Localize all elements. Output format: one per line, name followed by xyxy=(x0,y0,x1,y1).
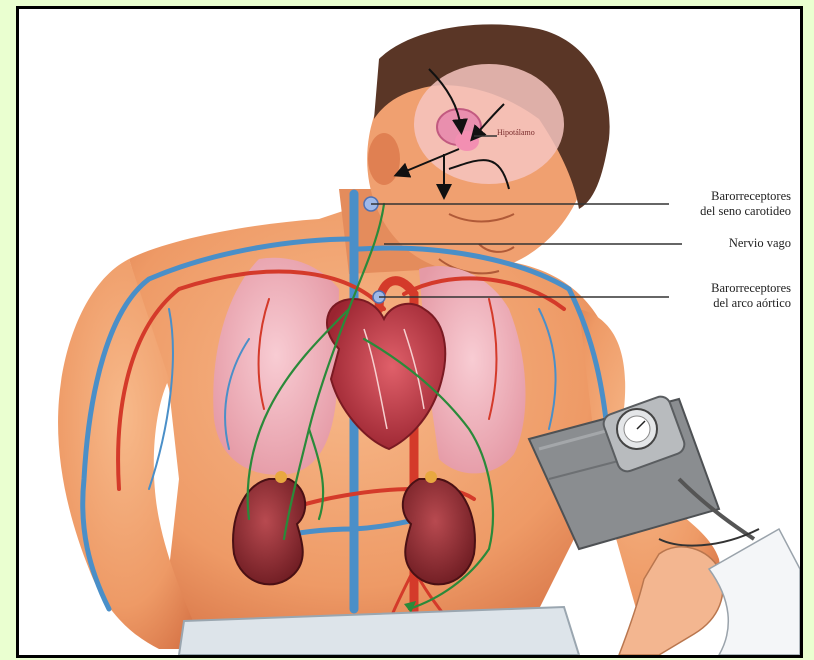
carotid-label-line1: Barorreceptores xyxy=(700,189,791,204)
right-adrenal xyxy=(425,471,437,483)
carotid-baroreceptor-label: Barorreceptores del seno carotideo xyxy=(700,189,791,219)
hypothalamus-label: Hipotálamo xyxy=(497,128,535,137)
left-adrenal xyxy=(275,471,287,483)
aortic-label-line1: Barorreceptores xyxy=(711,281,791,296)
vagus-nerve-label: Nervio vago xyxy=(729,236,791,251)
anatomy-illustration xyxy=(19,9,800,655)
carotid-label-line2: del seno carotideo xyxy=(700,204,791,219)
examiner-sleeve xyxy=(709,529,800,655)
aortic-baroreceptor-label: Barorreceptores del arco aórtico xyxy=(711,281,791,311)
ear xyxy=(368,133,400,185)
vagus-label-text: Nervio vago xyxy=(729,236,791,251)
pressure-gauge-icon xyxy=(617,409,657,449)
diagram-frame: Hipotálamo Barorreceptores del seno caro… xyxy=(16,6,803,658)
aortic-label-line2: del arco aórtico xyxy=(711,296,791,311)
